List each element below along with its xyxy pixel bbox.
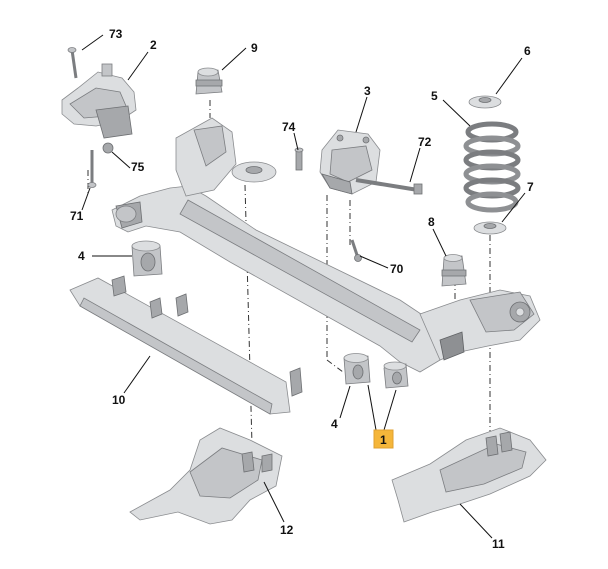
callout-3: 3 <box>364 84 371 98</box>
bracket-part-3 <box>319 129 381 195</box>
callout-73: 73 <box>109 27 123 41</box>
callout-1: 1 <box>380 433 387 447</box>
callout-71: 71 <box>70 209 84 223</box>
heat-shield-part-11 <box>391 427 547 523</box>
callout-11: 11 <box>492 537 505 551</box>
callout-72: 72 <box>418 135 432 149</box>
callout-9: 9 <box>251 41 258 55</box>
callout-75: 75 <box>131 160 145 174</box>
callout-10: 10 <box>112 393 126 407</box>
leader-lines <box>81 34 526 539</box>
callout-5: 5 <box>431 89 438 103</box>
rear-axle-beam <box>111 117 541 373</box>
bolt-part-70 <box>350 239 362 262</box>
bump-stop-part-8 <box>441 254 467 287</box>
callout-labels: 73 2 9 3 74 72 6 5 75 71 7 8 4 70 10 4 1… <box>70 27 534 551</box>
spring-seat-part-6 <box>468 95 502 109</box>
bracket-mount-part-2 <box>61 47 137 188</box>
highlight-badge-1: 1 <box>373 429 394 449</box>
callout-8: 8 <box>428 215 435 229</box>
heat-shield-part-12 <box>129 427 283 525</box>
callout-7: 7 <box>527 180 534 194</box>
callout-70: 70 <box>390 262 404 276</box>
callout-2: 2 <box>150 38 157 52</box>
bushing-part-4-left <box>131 240 163 277</box>
callout-6: 6 <box>524 44 531 58</box>
callout-4-left: 4 <box>78 249 85 263</box>
heat-shield-part-10 <box>69 275 303 415</box>
highlight-badge-background <box>373 429 394 449</box>
coil-spring-part-5 <box>463 121 521 213</box>
callout-74: 74 <box>282 120 296 134</box>
bump-stop-part-9 <box>195 67 223 95</box>
bolt-part-74 <box>294 147 304 171</box>
bolt-part-72 <box>355 178 423 195</box>
callout-12: 12 <box>280 523 294 537</box>
bushing-pair-part-1 <box>343 353 409 389</box>
callout-4-right: 4 <box>331 417 338 431</box>
spring-seat-part-7 <box>473 221 507 235</box>
